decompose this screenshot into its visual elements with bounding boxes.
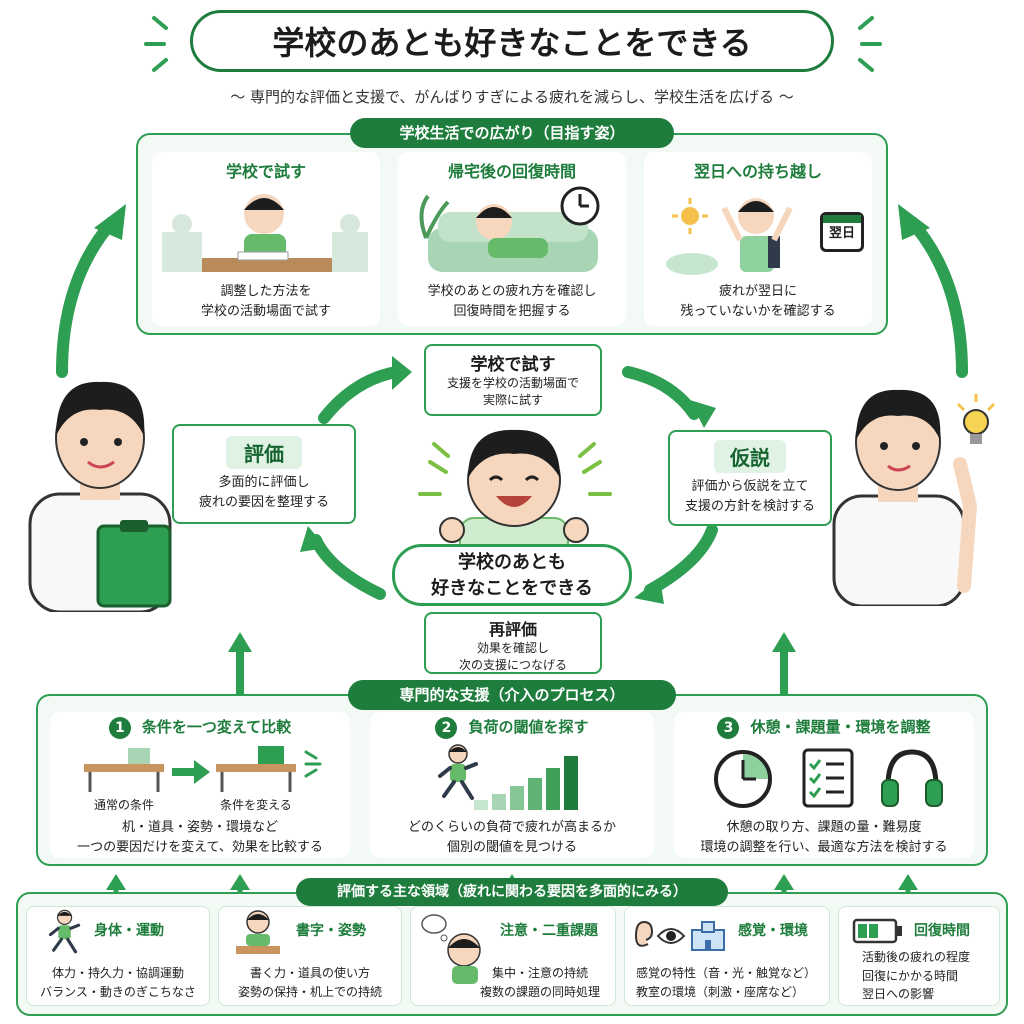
goal-card-title: 翌日への持ち越し [693, 162, 822, 181]
area-title: 注意・二重課題 [500, 923, 598, 939]
clipboard-icon [96, 520, 172, 608]
checklist-icon [802, 748, 854, 808]
support-step-compare: 1 条件を一つ変えて比較 [50, 712, 350, 858]
areas-section-label: 評価する主な領域（疲れに関わる要因を多面的にみる） [296, 878, 728, 906]
area-text: 書く力・道具の使い方姿勢の保持・机上での持続 [237, 966, 382, 999]
step-number: 2 [435, 717, 458, 739]
page-subtitle: ～ 専門的な評価と支援で、がんばりすぎによる疲れを減らし、学校生活を広げる ～ [230, 88, 794, 106]
caption-normal-condition: 通常の条件 [93, 798, 154, 812]
cloud-icon [666, 253, 718, 275]
caption-changed-condition: 条件を変える [220, 798, 292, 812]
area-title: 感覚・環境 [738, 923, 808, 939]
area-recovery-time [838, 906, 1000, 1006]
step-title: 条件を一つ変えて比較 [141, 718, 292, 736]
clock-icon [560, 186, 600, 226]
child-writing-icon [236, 910, 280, 954]
area-title: 回復時間 [914, 923, 970, 939]
calendar-icon: 翌日 [820, 212, 864, 252]
support-step-threshold: 2 負荷の閾値を探す [370, 712, 654, 858]
desk-icon [84, 748, 164, 792]
step-text: 休憩の取り方、課題の量・難易度環境の調整を行い、最適な方法を検討する [700, 820, 948, 855]
cycle-step-label: 学校で試す [470, 355, 556, 375]
thought-bubble-icon [421, 914, 481, 984]
cycle-step-label: 評価 [226, 436, 302, 469]
desk-icon [216, 746, 296, 792]
area-attention-dual-task [410, 906, 616, 1006]
cycle-step-hypothesis: 仮説 評価から仮説を立て支援の方針を検討する [668, 430, 832, 526]
area-text: 集中・注意の持続複数の課題の同時処理 [479, 966, 600, 999]
area-text: 活動後の疲れの程度回復にかかる時間翌日への影響 [862, 950, 971, 1002]
cycle-center-goal: 学校のあとも好きなことをできる [392, 544, 632, 606]
page-title: 学校のあとも好きなことをできる [190, 10, 834, 72]
cycle-step-evaluation: 評価 多面的に評価し疲れの要因を整理する [172, 424, 356, 524]
goal-card-title: 帰宅後の回復時間 [447, 162, 576, 181]
cycle-step-reevaluation: 再評価 効果を確認し次の支援につなげる [424, 612, 602, 674]
battery-icon [852, 918, 902, 944]
child-writing-illustration [162, 194, 368, 272]
area-text: 感覚の特性（音・光・触覚など）教室の環境（刺激・座席など） [636, 966, 817, 999]
lightbulb-icon [956, 394, 996, 444]
cycle-step-label: 仮説 [714, 440, 786, 473]
cycle-step-label: 再評価 [488, 620, 537, 639]
area-text: 体力・持久力・協調運動バランス・動きのぎこちなさ [40, 966, 196, 999]
goal-section-label: 学校生活での広がり（目指す姿） [350, 118, 674, 148]
step-title: 休憩・課題量・環境を調整 [750, 718, 931, 736]
happy-child-illustration [418, 429, 612, 558]
cycle-step-try-at-school: 学校で試す 支援を学校の活動場面で実際に試す [424, 344, 602, 416]
sun-icon [672, 198, 708, 234]
goal-card-title: 学校で試す [225, 162, 306, 181]
goal-card-text: 疲れが翌日に残っていないかを確認する [680, 284, 836, 319]
goal-card-next-day: 翌日への持ち越し 翌日 疲れが翌日に残っていないかを確認する [644, 152, 872, 326]
sparkle-icon [144, 16, 168, 72]
area-title: 身体・運動 [94, 923, 164, 939]
goal-card-text: 調整した方法を学校の活動場面で試す [200, 284, 331, 319]
therapist-with-clipboard-illustration [28, 381, 172, 612]
arrow-right-icon [172, 760, 210, 784]
runner-icon [48, 909, 81, 954]
school-icon [691, 921, 725, 951]
bar-steps-icon [474, 756, 578, 810]
step-title: 負荷の閾値を探す [468, 718, 589, 736]
step-number: 3 [717, 717, 740, 739]
therapist-idea-illustration [832, 389, 978, 606]
area-sensory-environment [624, 906, 830, 1006]
child-resting-illustration [419, 194, 598, 272]
eye-icon [656, 928, 686, 944]
area-title: 書字・姿勢 [296, 923, 366, 939]
child-cheering-illustration [721, 198, 793, 272]
support-section-label: 専門的な支援（介入のプロセス） [348, 680, 676, 710]
goal-card-try-at-school: 学校で試す 調整した方法を学校の活動場面で試す [152, 152, 380, 326]
clock-icon [714, 750, 772, 808]
ear-icon [634, 920, 654, 947]
step-text: どのくらいの負荷で疲れが高まるか個別の閾値を見つける [407, 820, 616, 855]
runner-icon [438, 744, 478, 800]
sparkle-icon [858, 16, 882, 72]
step-number: 1 [108, 717, 131, 739]
area-body-motor [26, 906, 210, 1006]
sparkle-icon [304, 750, 322, 778]
goal-card-recovery-time: 帰宅後の回復時間 学校のあとの疲れ方を確認し回復時間を把握する [398, 152, 626, 326]
step-text: 机・道具・姿勢・環境など一つの要因だけを変えて、効果を比較する [77, 820, 323, 855]
goal-card-text: 学校のあとの疲れ方を確認し回復時間を把握する [427, 284, 597, 319]
headphones-icon [881, 749, 943, 807]
